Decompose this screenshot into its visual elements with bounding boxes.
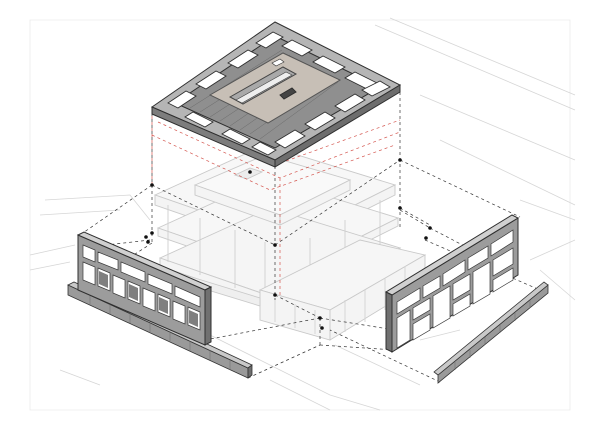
right-facade-screen-panel — [384, 214, 520, 353]
building-core-floors — [153, 144, 427, 341]
site-context-lines — [29, 17, 576, 411]
roof-frame-with-courtyard — [150, 21, 402, 168]
right-base-plinth-strip — [433, 281, 549, 384]
guide-node-dots — [144, 158, 432, 330]
left-facade-screen-panel — [76, 231, 213, 346]
